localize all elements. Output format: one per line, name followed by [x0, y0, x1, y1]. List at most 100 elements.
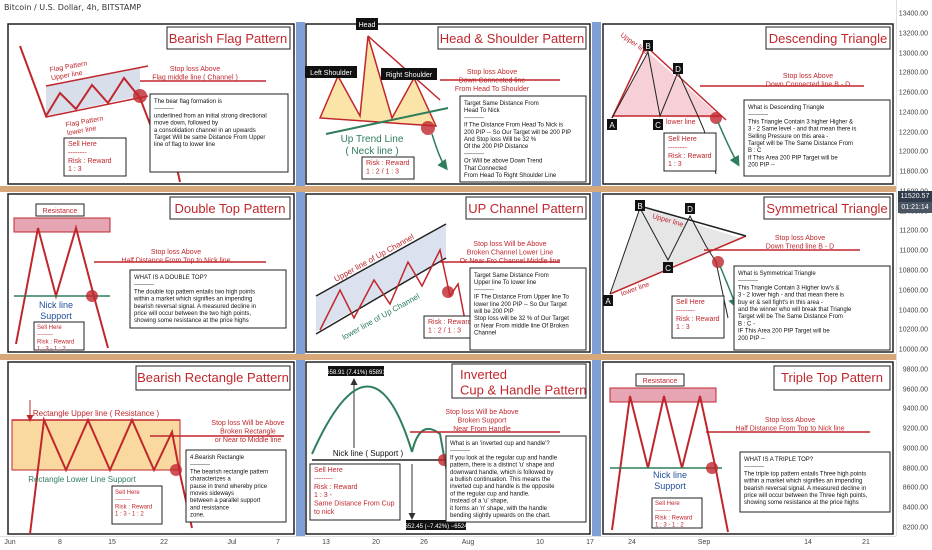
point-c-label: C — [665, 264, 671, 273]
price-tick: 9000.00 — [902, 445, 928, 453]
price-tick: 11000.00 — [899, 247, 928, 255]
price-tick: 13400.00 — [898, 10, 928, 18]
text-line: Broken Channel Lower Line — [467, 249, 553, 256]
text-line: If This Area 200 PIP Target will be — [748, 155, 838, 161]
text-line: 1 : 3 - 1 : 2 — [655, 523, 684, 529]
text-line: If you look at the regular cup and handl… — [450, 455, 558, 461]
text-line: ---------- — [474, 287, 494, 293]
price-tick: 11200.00 — [899, 227, 928, 235]
price-tick: 12800.00 — [898, 69, 928, 77]
text-line: Stop loss Will be Above — [473, 241, 546, 248]
text-line: 1 : 3 — [676, 324, 690, 331]
text-line: The triple top pattern entails Three hig… — [744, 471, 866, 477]
text-line: ---------- — [450, 448, 470, 454]
text-line: Risk : Reward — [37, 339, 74, 345]
time-tick: 17 — [586, 539, 594, 546]
price-tick: 9800.00 — [902, 366, 928, 374]
text-line: Support — [40, 311, 72, 321]
text-line: will be 200 PIP — [473, 309, 514, 315]
text-line: The double top pattern entails two high … — [134, 289, 255, 295]
text-line: ---------- — [464, 151, 484, 157]
nick-line-label: Nick line ( Support ) — [333, 449, 404, 458]
text-line: Selling Pressure on this area - — [748, 134, 828, 140]
text-line: 200 PIP -- — [738, 336, 765, 342]
panel-title: Head & Shoulder Pattern — [440, 31, 585, 46]
text-line: Sell Here — [668, 136, 697, 143]
text-line: IF The Distance From Upper line To — [474, 295, 569, 301]
text-line: Broken Support — [458, 417, 507, 424]
text-line: Stop loss Above — [151, 249, 201, 256]
pattern-canvas: Bearish Flag Pattern Flag PatternUpper l… — [0, 18, 896, 536]
panel-descending-triangle: Descending Triangle A B C D Upper line l… — [602, 23, 894, 185]
text-line: Risk : Reward — [676, 316, 720, 323]
text-line: IF This Area 200 PIP Target will be — [738, 329, 830, 335]
panel-bearish-rectangle: Bearish Rectangle Pattern Rectangle Uppe… — [7, 361, 295, 535]
point-b-label: B — [645, 42, 650, 51]
text-line: -------- — [668, 144, 687, 151]
price-tick: 8400.00 — [902, 504, 928, 512]
time-tick: 10 — [536, 539, 544, 546]
text-line: -------- — [314, 475, 333, 482]
text-line: Of the 200 PIP Distance — [464, 144, 529, 150]
text-line: bearish reversal signal. A measured decl… — [744, 486, 866, 492]
measure-bottom-label: −652.45 (−7.42%) −65245 — [401, 524, 472, 530]
text-line: Stop loss Will be Above — [211, 420, 284, 427]
text-line: Stop loss Above — [775, 235, 825, 242]
text-line: ---------- — [134, 282, 154, 288]
text-line: lower line 200 PIP -- So Our Target — [474, 302, 567, 308]
separator-blue-left — [296, 22, 305, 536]
time-tick: Jun — [4, 539, 16, 546]
text-line: pause in trend whereby price — [190, 484, 268, 490]
description-box: What is Symmetrical Triangle----------Th… — [738, 271, 852, 342]
text-line: Sell Here — [37, 325, 62, 331]
text-line: underlined from an initial strong direct… — [154, 113, 267, 119]
price-tick: 11800.00 — [899, 168, 928, 176]
text-line: within a market which signifies an impen… — [133, 297, 252, 303]
panel-up-channel: UP Channel Pattern Upper line of Up Chan… — [305, 193, 591, 353]
time-tick: 21 — [862, 539, 870, 546]
price-tick: 9400.00 — [902, 405, 928, 413]
text-line: Down Connected line B - D — [766, 81, 850, 88]
text-line: bending slightly upwards on the chart. — [450, 513, 551, 519]
text-line: What is Symmetrical Triangle — [738, 271, 816, 277]
text-line: Channel — [474, 331, 496, 337]
text-line: Sell Here — [655, 501, 680, 507]
text-line: line of flag to lower line — [154, 142, 216, 148]
text-line: and the winner who will break that Trian… — [738, 307, 852, 313]
time-tick: 15 — [108, 539, 116, 546]
text-line: From Head To Right Shoulder Line — [464, 173, 557, 179]
time-tick: Aug — [461, 539, 475, 546]
panel-title: Descending Triangle — [769, 31, 888, 46]
panel-title: Bearish Rectangle Pattern — [137, 370, 289, 385]
description-box: WHAT IS A DOUBLE TOP?----------The doubl… — [133, 275, 256, 324]
panel-title: Double Top Pattern — [174, 201, 285, 216]
text-line: Or Will be above Down Trend — [464, 159, 542, 165]
text-line: -------- — [37, 332, 53, 338]
panel-head-shoulder: Head & Shoulder Pattern Head Left Should… — [305, 18, 591, 185]
text-line: Target Will be same Distance From Upper — [154, 135, 265, 141]
text-line: Target will be The Same Distance From — [748, 141, 853, 147]
text-line: If The Distance From Head To Nick is — [464, 123, 563, 129]
description-box: What is an 'inverted cup and handle'?---… — [450, 441, 558, 519]
panel-symmetrical-triangle: Symmetrical Triangle A B C D Upper line … — [602, 193, 894, 353]
text-line: Half Distance From Top to Nick line — [735, 425, 844, 432]
text-line: move down, followed by — [154, 121, 218, 127]
text-line: 200 PIP -- So Our Target will be 200 PIP — [464, 130, 571, 136]
separator-tan-bottom — [0, 354, 896, 360]
text-line: -------- — [115, 497, 131, 503]
text-line: it forms an 'n' shape, with the handle — [450, 506, 548, 512]
text-line: price will occur between the two high po… — [134, 311, 251, 317]
symbol-title[interactable]: Bitcoin / U.S. Dollar, 4h, BITSTAMP — [4, 3, 142, 12]
